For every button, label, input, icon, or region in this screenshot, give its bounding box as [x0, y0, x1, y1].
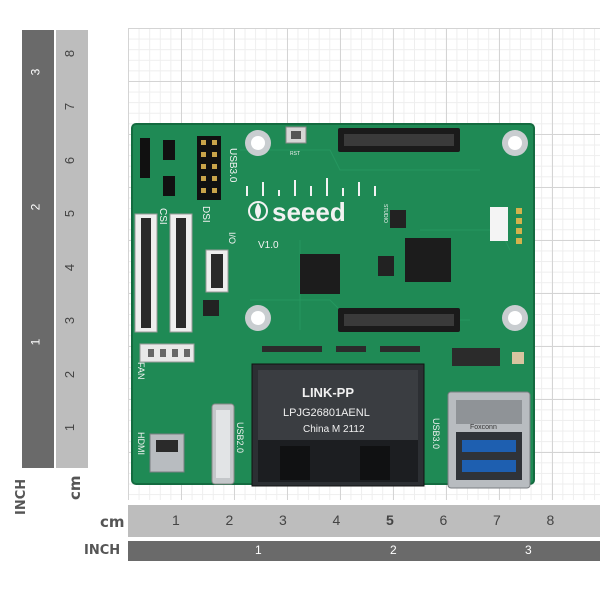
fan-label: FAN [136, 362, 146, 380]
passive-components [262, 346, 524, 366]
mount-hole [245, 305, 271, 331]
rj45-brand: LINK-PP [302, 385, 354, 400]
bottom-cm-tick: 4 [332, 512, 341, 528]
left-inch-tick: 2 [28, 203, 43, 211]
bottom-cm-tick: 1 [172, 512, 180, 528]
usb20-connector [211, 403, 235, 485]
bottom-cm-unit: cm [100, 513, 125, 531]
left-cm-tick: 3 [62, 316, 78, 325]
io-connector [205, 249, 229, 293]
rj45-part: LPJG26801AENL [283, 407, 370, 419]
usb30-top-label: USB3.0 [227, 148, 238, 183]
left-cm-tick: 5 [62, 209, 78, 218]
left-cm-tick: 6 [62, 156, 78, 164]
usb-hub-chip [300, 254, 340, 294]
hdmi-label: HDMI [136, 432, 146, 455]
mount-hole [502, 305, 528, 331]
seeed-logo: seeed STUDIO [248, 197, 388, 227]
usb20-label: USB2.0 [235, 422, 245, 453]
brand-text: seeed [272, 197, 346, 227]
csi-label: CSI [157, 208, 168, 225]
bottom-cm-tick: 6 [439, 512, 448, 528]
small-chip [378, 256, 394, 276]
csi-connector [134, 213, 158, 333]
bottom-cm-tick: 5 [386, 512, 394, 528]
bottom-inch-tick: 1 [255, 543, 262, 557]
bottom-cm-tick: 7 [493, 512, 501, 528]
bottom-cm-tick: 3 [279, 512, 287, 528]
fan-connector [139, 343, 195, 363]
bottom-inch-tick: 2 [390, 543, 397, 557]
io-label: I/O [227, 232, 237, 244]
left-cm-tick: 7 [62, 102, 78, 111]
fan-header-pins [140, 138, 175, 196]
bottom-inch-ruler [128, 541, 600, 561]
left-cm-tick: 8 [62, 49, 78, 57]
gpio-header [197, 136, 221, 200]
uart-pads [516, 208, 522, 244]
left-inch-tick: 3 [28, 68, 43, 76]
left-cm-tick: 2 [62, 370, 78, 378]
qr-label [490, 207, 508, 241]
left-cm-ruler [56, 30, 88, 468]
mount-hole [245, 130, 271, 156]
small-chip [203, 300, 219, 316]
dsi-connector [169, 213, 193, 333]
rj45-connector: LINK-PP LPJG26801AENL China M 2112 [251, 363, 425, 487]
usb30-bottom-label: USB3.0 [431, 418, 441, 449]
rst-label: RST [290, 151, 300, 157]
left-cm-tick: 1 [62, 423, 78, 432]
left-cm-tick: 4 [62, 263, 78, 271]
small-chip [390, 210, 406, 228]
bottom-inch-tick: 3 [525, 543, 532, 557]
hdmi-connector [149, 433, 185, 473]
usb30-connector: Foxconn [447, 391, 531, 489]
mount-hole [502, 130, 528, 156]
left-inch-ruler [22, 30, 54, 468]
left-inch-tick: 1 [28, 338, 43, 346]
bottom-cm-ruler [128, 505, 600, 537]
bottom-cm-tick: 2 [225, 512, 234, 528]
ethernet-chip [405, 238, 451, 282]
bottom-cm-tick: 8 [546, 512, 555, 528]
bottom-inch-unit: INCH [84, 543, 121, 558]
studio-text: STUDIO [382, 204, 388, 223]
dsi-label: DSI [200, 206, 211, 223]
usb-connector-brand: Foxconn [470, 424, 497, 431]
version-label: V1.0 [258, 240, 279, 251]
rj45-origin: China M 2112 [303, 424, 365, 435]
pcb [132, 124, 534, 484]
